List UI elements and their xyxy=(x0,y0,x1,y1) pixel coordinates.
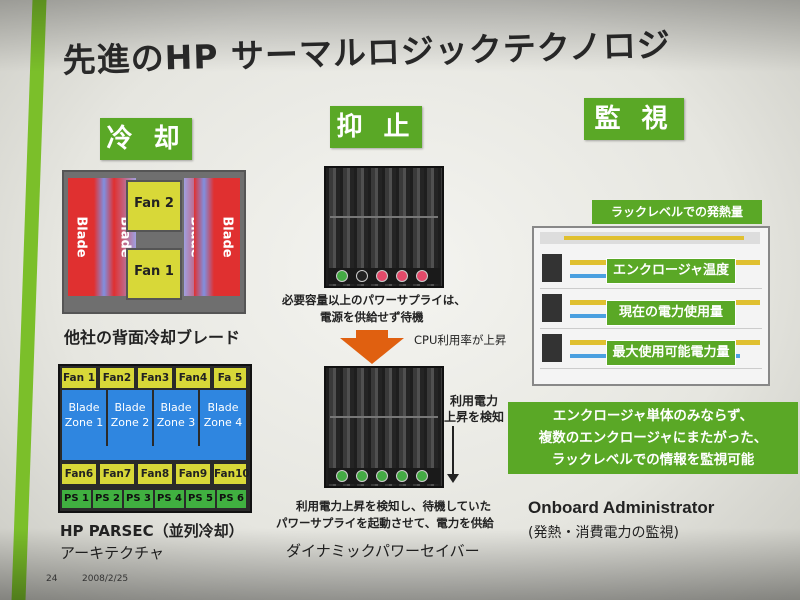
arrow-stem xyxy=(356,330,388,340)
blade-left: Blade xyxy=(68,178,94,296)
onboard-admin-sub: (発熱・消費電力の監視) xyxy=(528,525,679,541)
rear-cooling-diagram: Blade Blade Fan 2 Fan 1 Blade Blade xyxy=(62,170,246,314)
parsec-caption: HP PARSEC（並列冷却） xyxy=(60,522,244,540)
down-arrow-icon xyxy=(340,338,404,364)
detect-text-2: 上昇を検知 xyxy=(444,410,505,424)
server-rack-top xyxy=(324,166,444,288)
power-supply: PS 5 xyxy=(186,490,215,508)
dynamic-power-saver-caption: ダイナミックパワーセイバー xyxy=(286,542,480,560)
parsec-fan: Fan6 xyxy=(62,464,96,484)
detect-text-1: 利用電力 xyxy=(450,394,499,408)
parsec-fan: Fan3 xyxy=(138,368,172,388)
power-indicator xyxy=(356,270,368,282)
parsec-fan: Fan9 xyxy=(176,464,210,484)
parsec-fan: Fan4 xyxy=(176,368,210,388)
parsec-fan: Fan7 xyxy=(100,464,134,484)
parsec-fan: Fa 5 xyxy=(214,368,246,388)
tag-enclosure-temp: エンクロージャ温度 xyxy=(606,258,736,284)
cpu-note: CPU利用率が上昇 xyxy=(414,333,507,347)
power-indicator xyxy=(416,270,428,282)
powerup-text-2: パワーサプライを起動させて、電力を供給 xyxy=(276,516,494,530)
monitor-screenshot: エンクロージャ温度 現在の電力使用量 最大使用可能電力量 xyxy=(532,226,770,386)
parsec-fan: Fan10 xyxy=(214,464,250,484)
parsec-fan: Fan8 xyxy=(138,464,172,484)
zone-lower-band xyxy=(62,446,246,460)
parsec-fan: Fan2 xyxy=(100,368,134,388)
fan-2-box: Fan 2 xyxy=(126,180,182,232)
parsec-fan: Fan 1 xyxy=(62,368,96,388)
power-supply: PS 3 xyxy=(124,490,153,508)
monitor-bar xyxy=(564,236,744,240)
power-indicator xyxy=(356,470,368,482)
parsec-caption-sub: アーキテクチャ xyxy=(60,544,164,562)
tag-max-power: 最大使用可能電力量 xyxy=(606,340,736,366)
standby-text-2: 電源を供給せず待機 xyxy=(320,310,424,324)
standby-text-1: 必要容量以上のパワーサプライは、 xyxy=(282,293,466,307)
airflow-gradient-right xyxy=(194,178,214,296)
power-indicator xyxy=(396,270,408,282)
header-monitoring: 監 視 xyxy=(584,98,684,140)
summary-line-2: 複数のエンクロージャにまたがった、 xyxy=(538,430,768,446)
detect-arrow-line xyxy=(452,426,454,478)
power-indicator xyxy=(336,270,348,282)
airflow-gradient xyxy=(94,178,114,296)
summary-line-1: エンクロージャ単体のみならず、 xyxy=(552,408,754,424)
server-rack-bottom xyxy=(324,366,444,488)
blade-right: Blade xyxy=(214,178,240,296)
power-supply: PS 2 xyxy=(93,490,122,508)
power-supply: PS 6 xyxy=(217,490,246,508)
fan-1-box: Fan 1 xyxy=(126,248,182,300)
accent-bar xyxy=(11,0,47,600)
power-indicator xyxy=(416,470,428,482)
header-cooling: 冷 却 xyxy=(100,118,192,160)
rear-cooling-caption: 他社の背面冷却ブレード xyxy=(64,328,241,347)
slide-title: 先進のHP サーマルロジックテクノロジ xyxy=(62,25,672,80)
detect-arrow-icon xyxy=(447,474,459,483)
power-indicator xyxy=(396,470,408,482)
power-indicator xyxy=(376,470,388,482)
rack-level-header: ラックレベルでの発熱量 xyxy=(592,200,762,224)
power-indicator xyxy=(336,470,348,482)
summary-line-3: ラックレベルでの情報を監視可能 xyxy=(551,452,755,468)
header-suppression: 抑 止 xyxy=(330,106,422,148)
power-supply: PS 1 xyxy=(62,490,91,508)
power-supply: PS 4 xyxy=(155,490,184,508)
page-number: 24 xyxy=(46,574,58,584)
power-indicator xyxy=(376,270,388,282)
onboard-admin-caption: Onboard Administrator xyxy=(528,498,715,517)
tag-current-power: 現在の電力使用量 xyxy=(606,300,736,326)
powerup-text-1: 利用電力上昇を検知し、待機していた xyxy=(296,499,492,513)
monitoring-summary-box: エンクロージャ単体のみならず、 複数のエンクロージャにまたがった、 ラックレベル… xyxy=(508,402,798,474)
slide-date: 2008/2/25 xyxy=(82,574,129,584)
